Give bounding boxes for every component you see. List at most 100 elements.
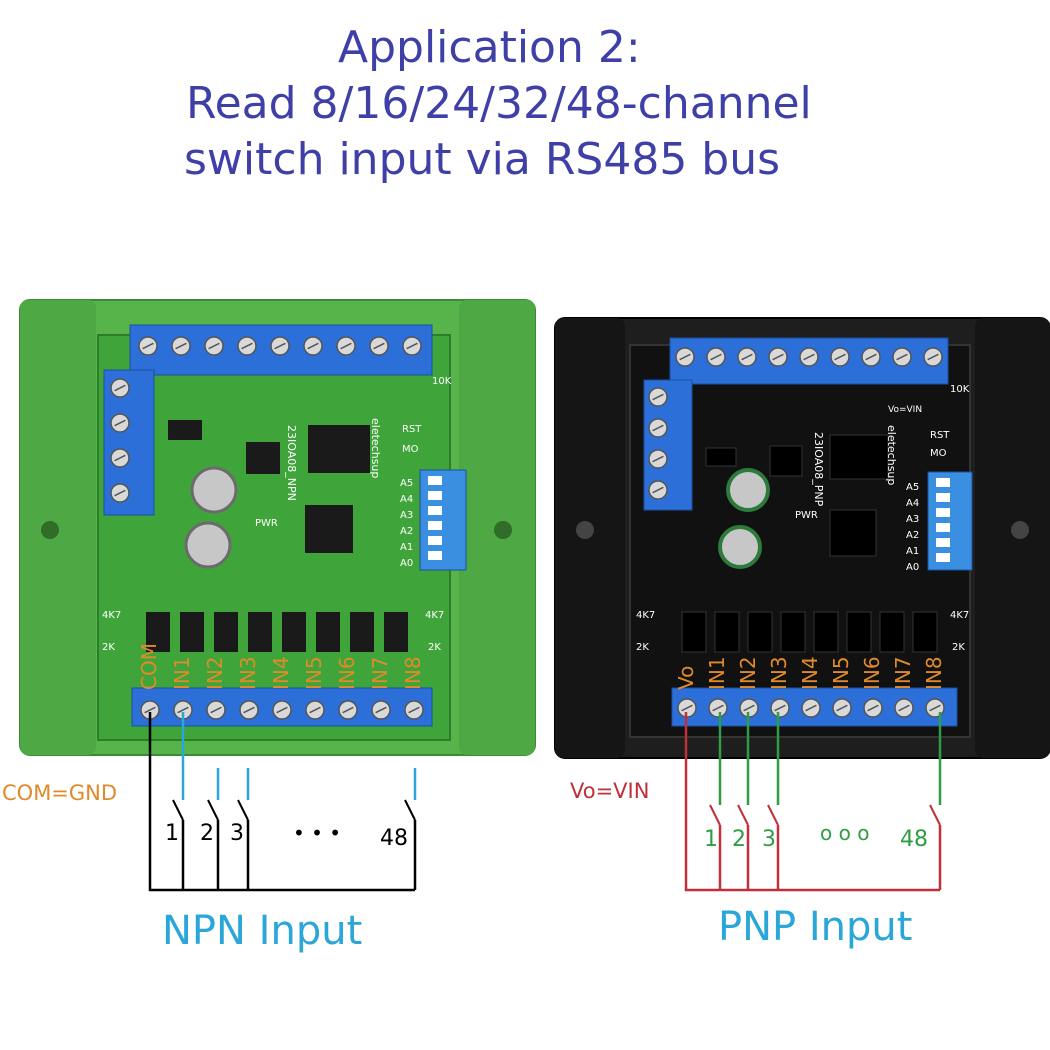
pnp-bottom-screw-slot bbox=[805, 704, 817, 712]
pnp-top-screw-slot bbox=[865, 353, 877, 361]
pnp-optocoupler bbox=[714, 611, 740, 653]
npn-dip-key bbox=[428, 476, 442, 485]
pnp-switch-number-48: 48 bbox=[900, 827, 928, 852]
address-label: A1 bbox=[906, 546, 919, 557]
pin-label: IN5 bbox=[829, 656, 853, 690]
npn-optocoupler bbox=[282, 612, 306, 652]
npn-optocoupler bbox=[316, 612, 340, 652]
npn-bottom-screw-slot bbox=[276, 706, 288, 714]
address-label: A3 bbox=[906, 514, 919, 525]
pnp-bottom-screw-slot bbox=[712, 704, 724, 712]
pnp-common-label: Vo=VIN bbox=[570, 779, 649, 803]
pnp-top-screw-slot bbox=[679, 353, 691, 361]
address-label: A5 bbox=[400, 478, 413, 489]
pnp-optocoupler bbox=[813, 611, 839, 653]
npn-optocoupler bbox=[180, 612, 204, 652]
npn-top-screw-slot bbox=[241, 342, 253, 350]
pnp-pwr-silk: PWR bbox=[795, 510, 818, 521]
pnp-brand-silk: eletechsup bbox=[885, 425, 898, 485]
npn-left-screw-slot bbox=[114, 454, 126, 462]
pnp-left-screw-slot bbox=[652, 486, 664, 494]
npn-switch-number-48: 48 bbox=[380, 826, 408, 851]
title-line-3: switch input via RS485 bus bbox=[184, 134, 781, 185]
pnp-chip-small bbox=[769, 445, 803, 477]
pnp-case-left-rail bbox=[555, 318, 625, 758]
npn-top-screw-slot bbox=[142, 342, 154, 350]
address-label: A4 bbox=[400, 494, 413, 505]
pin-label: IN1 bbox=[170, 656, 194, 690]
pnp-vo-vin-silk: Vo=VIN bbox=[888, 405, 922, 415]
pnp-2k-left: 2K bbox=[636, 642, 649, 653]
npn-pcb bbox=[97, 334, 451, 741]
pnp-mount-hole-left bbox=[576, 521, 594, 539]
npn-chip-small bbox=[246, 442, 280, 474]
pin-label: IN7 bbox=[368, 656, 392, 690]
npn-dip-key bbox=[428, 521, 442, 530]
pin-label: COM bbox=[137, 643, 161, 690]
npn-bottom-screw-slot bbox=[408, 706, 420, 714]
pnp-capacitor-2 bbox=[718, 525, 762, 569]
npn-common-label: COM=GND bbox=[2, 781, 117, 805]
pnp-dip-key bbox=[936, 538, 950, 547]
npn-chip-regulator bbox=[168, 420, 202, 440]
title-line-2: Read 8/16/24/32/48-channel bbox=[186, 78, 812, 129]
pnp-left-screw-slot bbox=[652, 455, 664, 463]
npn-mcu bbox=[305, 505, 353, 553]
npn-10k-silk: 10K bbox=[432, 376, 452, 387]
pin-label: IN2 bbox=[736, 656, 760, 690]
pnp-caption: PNP Input bbox=[718, 904, 912, 950]
pin-label: IN7 bbox=[891, 656, 915, 690]
address-label: A5 bbox=[906, 482, 919, 493]
pin-label: IN6 bbox=[860, 656, 884, 690]
pnp-vin-bus bbox=[684, 712, 940, 892]
npn-top-screw-slot bbox=[175, 342, 187, 350]
npn-optocoupler bbox=[248, 612, 272, 652]
npn-bottom-screw-slot bbox=[375, 706, 387, 714]
npn-pwr-silk: PWR bbox=[255, 518, 278, 529]
npn-dip-key bbox=[428, 536, 442, 545]
npn-top-screw-slot bbox=[274, 342, 286, 350]
pnp-top-screw-slot bbox=[927, 353, 939, 361]
pnp-dip-key bbox=[936, 508, 950, 517]
pnp-dip-key bbox=[936, 523, 950, 532]
npn-mount-hole-right bbox=[494, 521, 512, 539]
pin-label: IN4 bbox=[269, 656, 293, 690]
npn-brand-silk: eletechsup bbox=[369, 418, 382, 478]
pnp-top-screw-slot bbox=[834, 353, 846, 361]
pnp-case-right-rail bbox=[975, 318, 1050, 758]
npn-4k7-right: 4K7 bbox=[425, 610, 444, 621]
npn-bottom-screw-slot bbox=[309, 706, 321, 714]
pnp-chip-main bbox=[829, 434, 889, 480]
pin-label: IN3 bbox=[236, 656, 260, 690]
pnp-left-screw-slot bbox=[652, 424, 664, 432]
pnp-wiring: Vo=VIN 1 2 3 o o o 48 PNP Input bbox=[570, 712, 942, 950]
npn-left-screw-slot bbox=[114, 419, 126, 427]
pnp-optocoupler bbox=[846, 611, 872, 653]
pnp-bottom-screw-slot bbox=[836, 704, 848, 712]
npn-optocoupler bbox=[214, 612, 238, 652]
npn-switch-1 bbox=[172, 799, 184, 821]
npn-bottom-screw-slot bbox=[144, 706, 156, 714]
npn-switch-number-3: 3 bbox=[230, 821, 244, 846]
pnp-bottom-screw-slot bbox=[774, 704, 786, 712]
npn-switch-3 bbox=[237, 799, 249, 821]
npn-2k-left: 2K bbox=[102, 642, 115, 653]
pnp-switch-number-3: 3 bbox=[762, 827, 776, 852]
pnp-4k7-right: 4K7 bbox=[950, 610, 969, 621]
pin-label: IN2 bbox=[203, 656, 227, 690]
npn-2k-right: 2K bbox=[428, 642, 441, 653]
address-label: A0 bbox=[906, 562, 919, 573]
address-label: A1 bbox=[400, 542, 413, 553]
npn-ellipsis: • • • bbox=[293, 821, 341, 845]
npn-dip-key bbox=[428, 491, 442, 500]
pnp-left-screw-slot bbox=[652, 393, 664, 401]
pnp-capacitor-1 bbox=[726, 468, 770, 512]
npn-top-screw-slot bbox=[208, 342, 220, 350]
pnp-optocoupler bbox=[747, 611, 773, 653]
npn-top-screw-slot bbox=[307, 342, 319, 350]
npn-mo-silk: MO bbox=[402, 444, 419, 455]
npn-left-screw-slot bbox=[114, 489, 126, 497]
pin-label: IN1 bbox=[705, 656, 729, 690]
pin-label: IN8 bbox=[922, 656, 946, 690]
